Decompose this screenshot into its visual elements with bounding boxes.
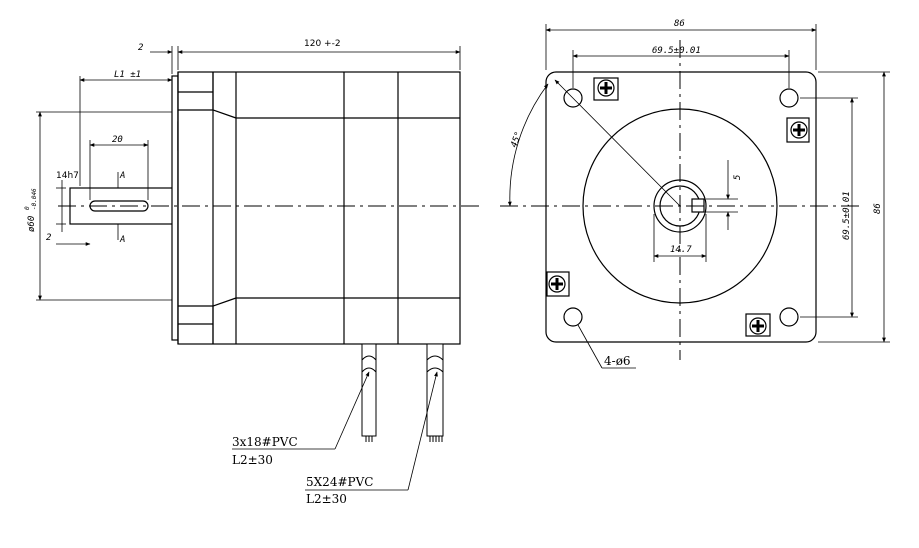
pilot-dia-group: ø60 0 -0.046 xyxy=(24,188,38,232)
key-length-label: 20 xyxy=(112,135,123,145)
width-label: 86 xyxy=(674,19,685,29)
hole-spacing-h-label: 69.5±0.01 xyxy=(652,46,701,56)
length-label: 120 +-2 xyxy=(304,39,341,49)
motor-body xyxy=(177,71,461,345)
holes-label: 4-ø6 xyxy=(604,354,631,368)
angle-label: 45° xyxy=(509,130,524,149)
l1-label: L1 ±1 xyxy=(114,70,141,80)
screws xyxy=(546,77,810,337)
flange-label: 2 xyxy=(138,43,143,53)
pilot-boss xyxy=(171,75,179,341)
cable1-length: L2±30 xyxy=(232,453,273,467)
cable1-spec: 3x18#PVC xyxy=(232,435,298,449)
front-view xyxy=(545,71,817,343)
pilot-tol-lower: -0.046 xyxy=(31,188,38,210)
key-offset-label: 2 xyxy=(46,233,51,243)
height-label: 86 xyxy=(873,203,883,214)
side-dimensions xyxy=(36,46,461,301)
pilot-dia-label: ø60 xyxy=(27,216,37,232)
shaft-fit-label: 14h7 xyxy=(56,171,79,181)
section-mark-bottom: A xyxy=(119,235,125,245)
front-dimensions xyxy=(507,24,890,369)
cable-leaders xyxy=(232,371,438,491)
mount-hole xyxy=(779,88,799,108)
screw xyxy=(786,117,810,143)
screw xyxy=(745,313,771,337)
screw xyxy=(593,77,619,101)
hole-spacing-v-label: 69.5±0.01 xyxy=(842,191,852,240)
pilot-tol-upper: 0 xyxy=(24,206,31,210)
section-mark-top: A xyxy=(119,171,125,181)
shaft-flat-label: 14.7 xyxy=(670,245,692,255)
cable2-length: L2±30 xyxy=(306,492,347,506)
key-width-label: 5 xyxy=(733,175,743,180)
mount-hole xyxy=(563,88,583,108)
front-flange xyxy=(545,71,817,343)
side-view xyxy=(69,71,461,345)
cables xyxy=(361,343,444,442)
screw xyxy=(546,271,570,297)
mount-hole xyxy=(779,307,799,327)
cable2-spec: 5X24#PVC xyxy=(306,475,373,489)
mount-hole xyxy=(563,307,583,327)
